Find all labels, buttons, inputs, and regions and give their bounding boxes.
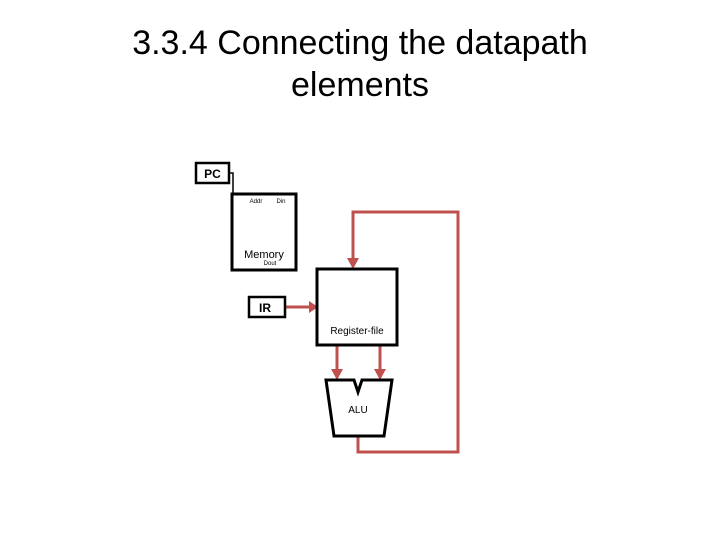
pc-label: PC	[204, 167, 221, 181]
pc-to-memory-wire	[229, 172, 234, 196]
black-wires	[229, 172, 234, 196]
memory-label: Memory	[244, 249, 284, 261]
memory-block: Addr Din Memory Dout	[230, 192, 298, 272]
memory-port-din: Din	[276, 199, 285, 205]
pc-register: PC	[194, 161, 231, 185]
memory-port-addr: Addr	[250, 199, 263, 205]
alu-label: ALU	[348, 405, 367, 416]
ir-label: IR	[259, 301, 271, 315]
slide-title: 3.3.4 Connecting the datapath elements	[60, 22, 660, 106]
alu-body	[324, 378, 394, 438]
alu-to-register-feedback-wire	[351, 210, 460, 454]
register-file: Register-file	[315, 267, 399, 347]
arrowheads	[309, 258, 386, 380]
alu-input-a-arrowhead	[331, 369, 343, 380]
alu: ALU	[324, 378, 394, 438]
memory-port-dout: Dout	[264, 261, 277, 267]
slide-title-line1: 3.3.4 Connecting the datapath	[132, 24, 588, 62]
register-file-label: Register-file	[330, 326, 384, 337]
ir-register: IR	[247, 295, 287, 319]
feedback-arrowhead	[347, 258, 359, 269]
wires	[285, 210, 460, 454]
slide-title-line2: elements	[291, 66, 429, 104]
alu-input-b-arrowhead	[374, 369, 386, 380]
ir-arrowhead	[309, 301, 318, 313]
